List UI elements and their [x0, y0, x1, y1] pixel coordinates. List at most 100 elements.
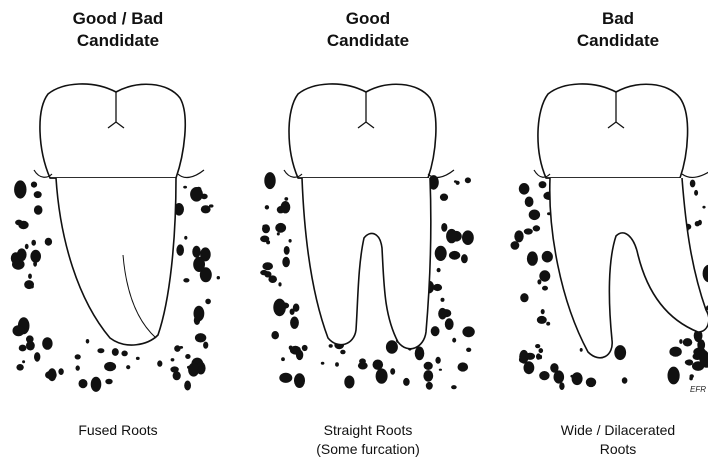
bone-dot — [271, 331, 279, 339]
bone-dot — [31, 240, 36, 246]
bone-dot — [386, 340, 398, 354]
bone-dot — [441, 298, 445, 302]
bone-dot — [462, 230, 474, 245]
bone-dot — [690, 180, 696, 188]
panel-caption: Fused Roots — [0, 421, 236, 440]
tooth-illustration-fused — [8, 70, 228, 400]
bone-dot — [296, 350, 303, 360]
bone-dot — [194, 306, 205, 322]
bone-dot — [157, 360, 162, 366]
bone-dot — [282, 257, 290, 268]
bone-dot — [703, 360, 706, 364]
bone-dot — [524, 361, 535, 374]
bone-dot — [435, 246, 447, 261]
bone-dot — [683, 338, 693, 346]
root-dilacerated — [550, 178, 708, 358]
bone-dot — [466, 348, 471, 352]
bone-dot — [694, 190, 698, 196]
bone-dot — [16, 364, 23, 371]
bone-dot — [294, 373, 305, 388]
bone-dot — [193, 257, 205, 272]
bone-dot — [669, 347, 681, 357]
bone-dot — [278, 282, 281, 286]
panel-dilacerated-roots: Bad Candidate Wide / Dilacerated Roots — [500, 0, 708, 463]
bone-dot — [279, 373, 292, 383]
bone-dot — [451, 385, 457, 389]
bone-dot — [25, 244, 29, 249]
bone-dot — [541, 309, 545, 314]
bone-dot — [520, 293, 528, 302]
artist-signature: EFR — [690, 385, 706, 394]
bone-dot — [344, 376, 354, 389]
bone-dot — [76, 365, 80, 370]
bone-dot — [403, 378, 410, 386]
bone-dot — [433, 284, 442, 291]
bone-dot — [266, 240, 270, 244]
bone-dot — [198, 366, 204, 372]
title-line-2: Candidate — [500, 30, 708, 52]
bone-dot — [264, 172, 275, 189]
bone-dot — [524, 228, 533, 234]
bone-dot — [452, 338, 456, 343]
bone-dot — [542, 251, 553, 263]
bone-dot — [525, 197, 534, 208]
bone-dot — [203, 342, 208, 349]
bone-dot — [702, 206, 705, 209]
bone-dot — [554, 367, 558, 370]
bone-dot — [31, 182, 37, 188]
bone-dot — [97, 348, 104, 353]
bone-dot — [262, 224, 270, 233]
bone-dot — [535, 344, 540, 348]
bone-dot — [437, 268, 441, 272]
bone-dot — [58, 368, 63, 375]
panel-title: Bad Candidate — [500, 8, 708, 52]
bone-dot — [105, 379, 112, 385]
bone-dot — [86, 339, 90, 344]
bone-dot — [697, 339, 705, 350]
bone-dot — [539, 181, 547, 188]
bone-dot — [302, 345, 308, 351]
bone-dot — [622, 377, 628, 383]
bone-dot — [273, 299, 286, 317]
bone-dot — [668, 367, 680, 385]
bone-dot — [174, 345, 180, 352]
bone-dot — [580, 348, 583, 352]
bone-dot — [17, 248, 27, 261]
bone-dot — [184, 381, 191, 391]
bone-dot — [690, 374, 694, 378]
bone-dot — [441, 223, 447, 232]
bone-dot — [290, 309, 295, 315]
bone-dot — [281, 201, 291, 213]
bone-dot — [614, 345, 626, 360]
bone-dot — [104, 362, 116, 371]
bone-dot — [121, 351, 127, 357]
bone-dot — [192, 246, 200, 258]
bone-dot — [519, 183, 530, 195]
bone-dot — [465, 177, 471, 183]
bone-dot — [190, 187, 203, 202]
panel-title: Good / Bad Candidate — [0, 8, 236, 52]
bone-dot — [188, 363, 199, 377]
bone-dot — [528, 252, 536, 263]
bone-dot — [458, 362, 469, 371]
bone-dot — [30, 250, 41, 263]
bone-dot — [514, 230, 523, 242]
bone-dot — [290, 317, 299, 329]
bone-dot — [26, 341, 35, 351]
bone-dot — [34, 205, 43, 214]
tooth-illustration-straight — [258, 70, 478, 400]
bone-dot — [703, 265, 708, 283]
bone-dot — [439, 369, 442, 371]
bone-dot — [185, 354, 190, 359]
bone-dot — [423, 370, 433, 382]
bone-dot — [431, 326, 440, 336]
panel-caption: Wide / Dilacerated Roots — [500, 421, 708, 459]
bone-dot — [42, 337, 52, 350]
bone-dot — [358, 362, 368, 370]
bone-dot — [284, 197, 288, 201]
bone-dot — [262, 262, 273, 270]
bone-dot — [335, 362, 339, 366]
bone-dot — [462, 326, 474, 337]
bone-dot — [275, 223, 286, 233]
bone-dot — [446, 229, 457, 243]
